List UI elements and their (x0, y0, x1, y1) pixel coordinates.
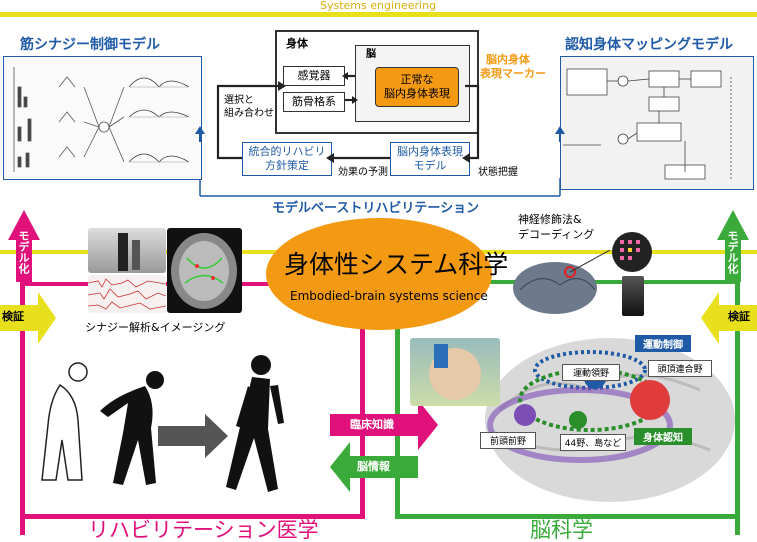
neuromod-label-2: デコーディング (518, 228, 595, 241)
brain-mri-photo (167, 228, 242, 313)
synergy-caption: シナジー解析&イメージング (85, 321, 226, 334)
prefrontal-label: 前頭前野 (480, 432, 536, 449)
body-cognition-badge: 身体認知 (634, 428, 692, 445)
select-combine-1: 選択と (224, 95, 254, 106)
decoding-brain-image (510, 249, 611, 320)
right-model-title: 認知身体マッピングモデル (565, 37, 733, 53)
sensory-organ-box: 感覚器 (283, 66, 345, 86)
motor-area-label: 運動領野 (562, 364, 620, 381)
marker-label-2: 表現マーカー (480, 67, 546, 80)
left-modelize-label: モデル化 (17, 230, 30, 274)
state-grasp-label: 状態把握 (478, 167, 518, 178)
area44-label: 44野、島など (560, 434, 626, 451)
brain-stimulation-photo (410, 338, 500, 406)
brain-science-label: 脳科学 (530, 518, 593, 542)
clinical-knowledge-label: 臨床知識 (350, 418, 394, 431)
right-modelize-label: モデル化 (726, 230, 739, 274)
effect-prediction-label: 効果の予測 (338, 167, 388, 178)
select-combine-2: 組み合わせ (224, 108, 274, 119)
left-verify-label: 検証 (2, 310, 24, 323)
model-based-rehab-label: モデルベーストリハビリテーション (272, 201, 480, 216)
parietal-label: 頭頂連合野 (648, 360, 712, 377)
neuromod-label-1: 神経修飾法& (518, 213, 582, 226)
synergy-model-figure (3, 56, 202, 180)
computer-icon (622, 276, 644, 316)
top-label: Systems engineering (320, 0, 437, 12)
rehab-medicine-label: リハビリテーション医学 (88, 518, 319, 542)
normal-body-representation-box: 正常な 脳内身体表現 (375, 67, 459, 107)
brain-area-diagram (470, 330, 735, 515)
right-verify-label: 検証 (728, 310, 750, 323)
marker-label-1: 脳内身体 (486, 53, 530, 66)
brain-label: 脳 (366, 49, 376, 60)
center-ellipse (266, 218, 492, 330)
center-title: 身体性システム科学 (284, 250, 509, 279)
body-label: 身体 (286, 37, 308, 50)
left-model-title: 筋シナジー制御モデル (20, 37, 160, 53)
decoding-grid-icon (612, 232, 652, 272)
integrated-rehab-policy-box: 統合的リハビリ 方針策定 (242, 142, 332, 176)
musculoskeletal-box: 筋骨格系 (283, 92, 345, 112)
walking-video-photo (88, 228, 166, 273)
center-subtitle: Embodied-brain systems science (290, 289, 488, 303)
brain-body-model-box: 脳内身体表現 モデル (390, 142, 470, 176)
brain-info-label: 脳情報 (357, 460, 390, 473)
cognitive-mapping-figure (560, 56, 754, 190)
emg-signal-photo (88, 275, 166, 313)
motor-control-badge: 運動制御 (635, 335, 691, 352)
